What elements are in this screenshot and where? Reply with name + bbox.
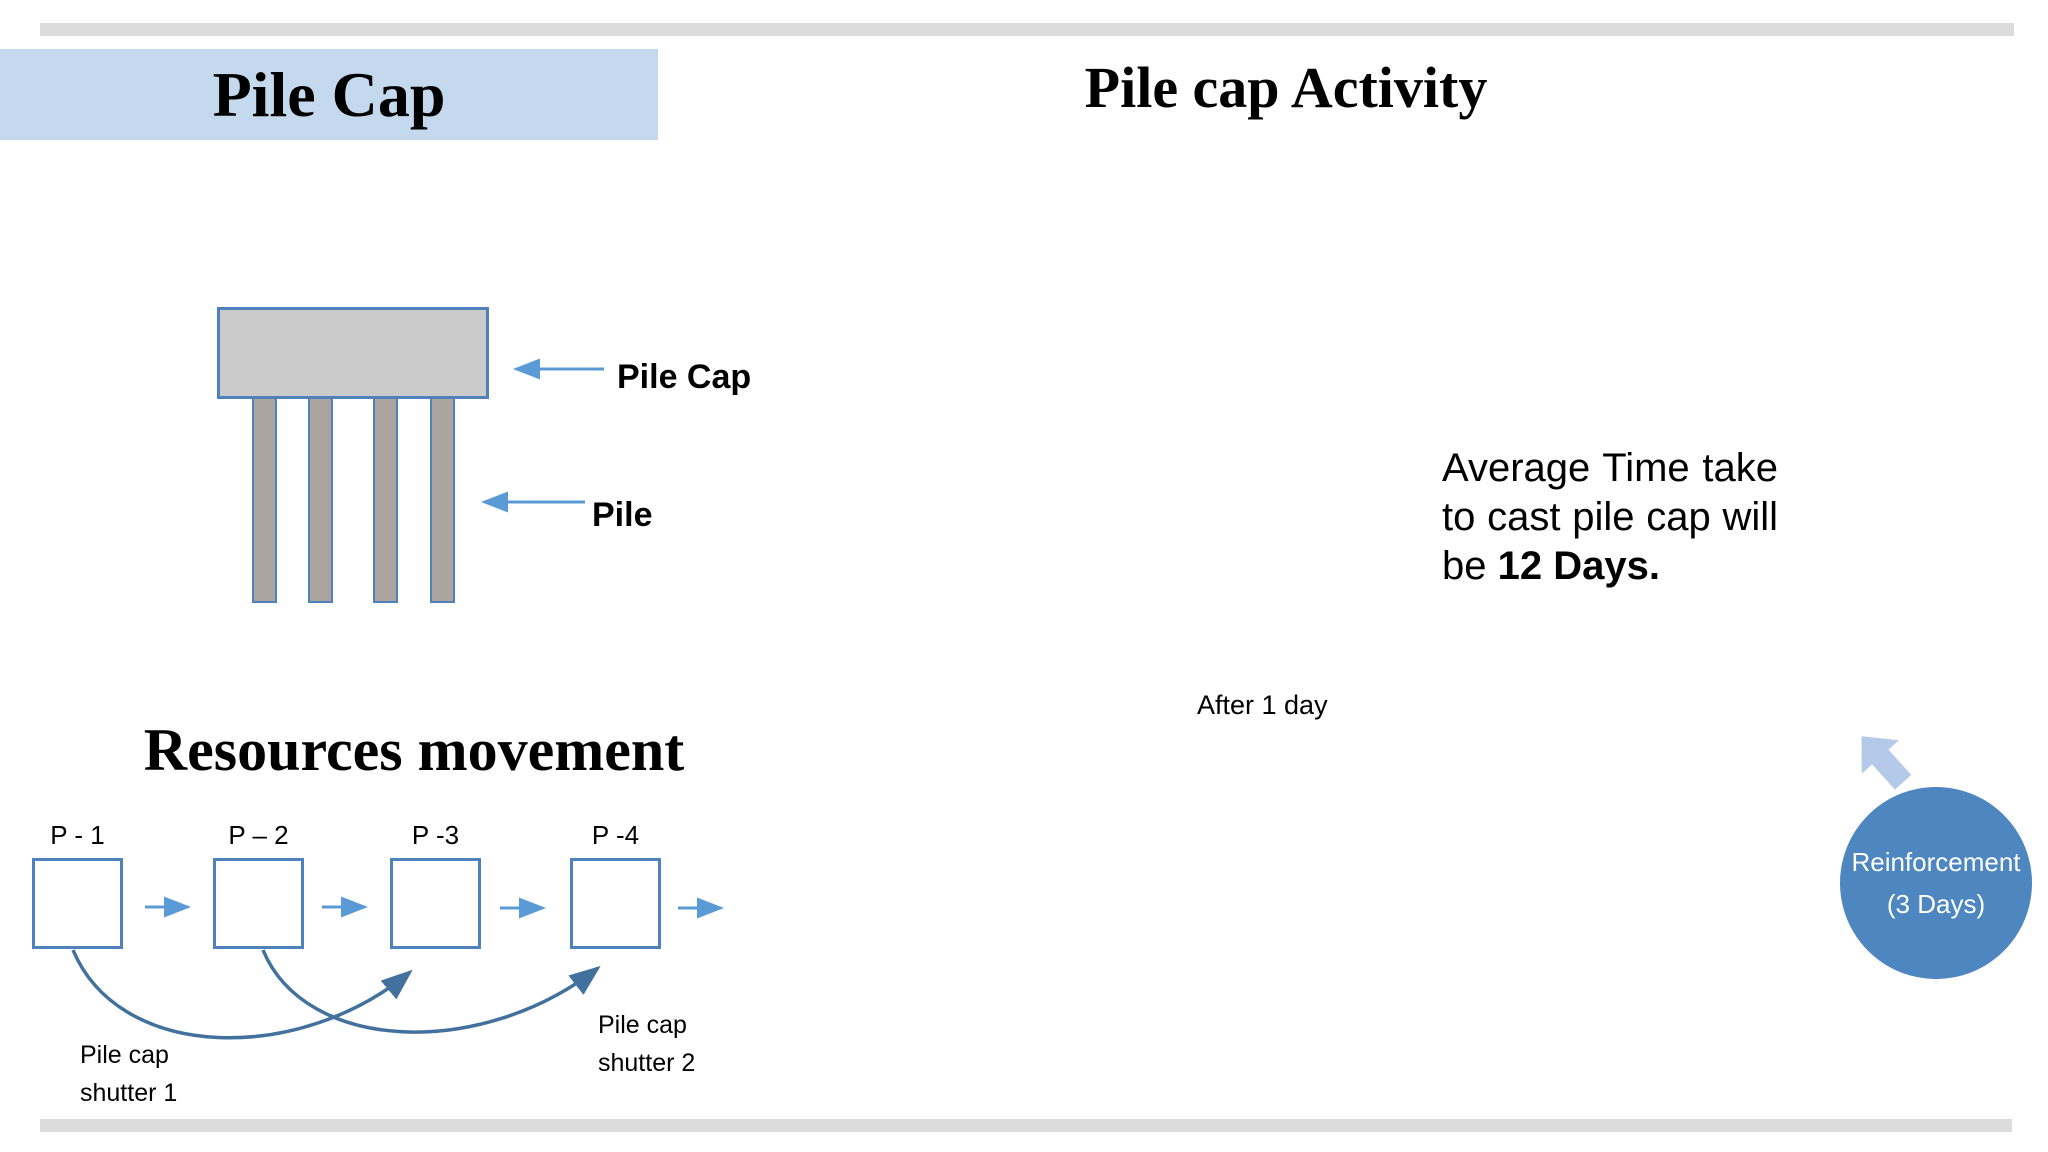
shutter2-curved-arrow-icon [261, 949, 601, 1034]
shutter2-line2: shutter 2 [598, 1049, 696, 1077]
pile-shape [373, 399, 398, 603]
pile-4-label: P -4 [591, 820, 640, 850]
top-accent-bar [40, 23, 2014, 36]
activity-title: Pile cap Activity [1084, 55, 1488, 120]
bottom-accent-bar [40, 1119, 2012, 1132]
after-one-day-label: After 1 day [1197, 690, 1328, 720]
shutter1-curved-arrow-icon [71, 949, 413, 1040]
pile-shape [430, 399, 455, 603]
pile-1-square [32, 858, 123, 949]
pile-shape [308, 399, 333, 603]
shutter1-label: Pile cap shutter 1 [80, 1036, 177, 1112]
pile-2-label: P – 2 [228, 820, 289, 850]
shutter1-line2: shutter 1 [80, 1079, 178, 1107]
slide-title-box: Pile Cap [0, 49, 658, 140]
up-left-block-arrow-icon [1861, 736, 1912, 790]
shutter1-line1: Pile cap [80, 1041, 169, 1069]
pile-3-square [390, 858, 481, 949]
shutter2-label: Pile cap shutter 2 [598, 1006, 695, 1082]
pile-cap-callout-label: Pile Cap [617, 358, 752, 396]
pile-2-square [213, 858, 304, 949]
average-time-text: Average Time take to cast pile cap will … [1442, 444, 1778, 591]
average-time-bold: 12 Days. [1497, 544, 1660, 588]
resources-title: Resources movement [143, 717, 685, 783]
reinforcement-line1: Reinforcement [1851, 847, 2021, 877]
pile-cap-shape [217, 307, 489, 399]
pile-1-label: P - 1 [50, 820, 105, 850]
reinforcement-circle: Reinforcement (3 Days) [1840, 787, 2032, 979]
pile-4-square [570, 858, 661, 949]
slide-title: Pile Cap [212, 58, 446, 130]
pile-shape [252, 399, 277, 603]
pile-3-label: P -3 [411, 820, 460, 850]
reinforcement-line2: (3 Days) [1886, 889, 1986, 919]
pile-callout-label: Pile [592, 496, 653, 534]
average-time-normal: Average Time take to cast pile cap will … [1442, 446, 1778, 588]
shutter2-line1: Pile cap [598, 1011, 687, 1039]
